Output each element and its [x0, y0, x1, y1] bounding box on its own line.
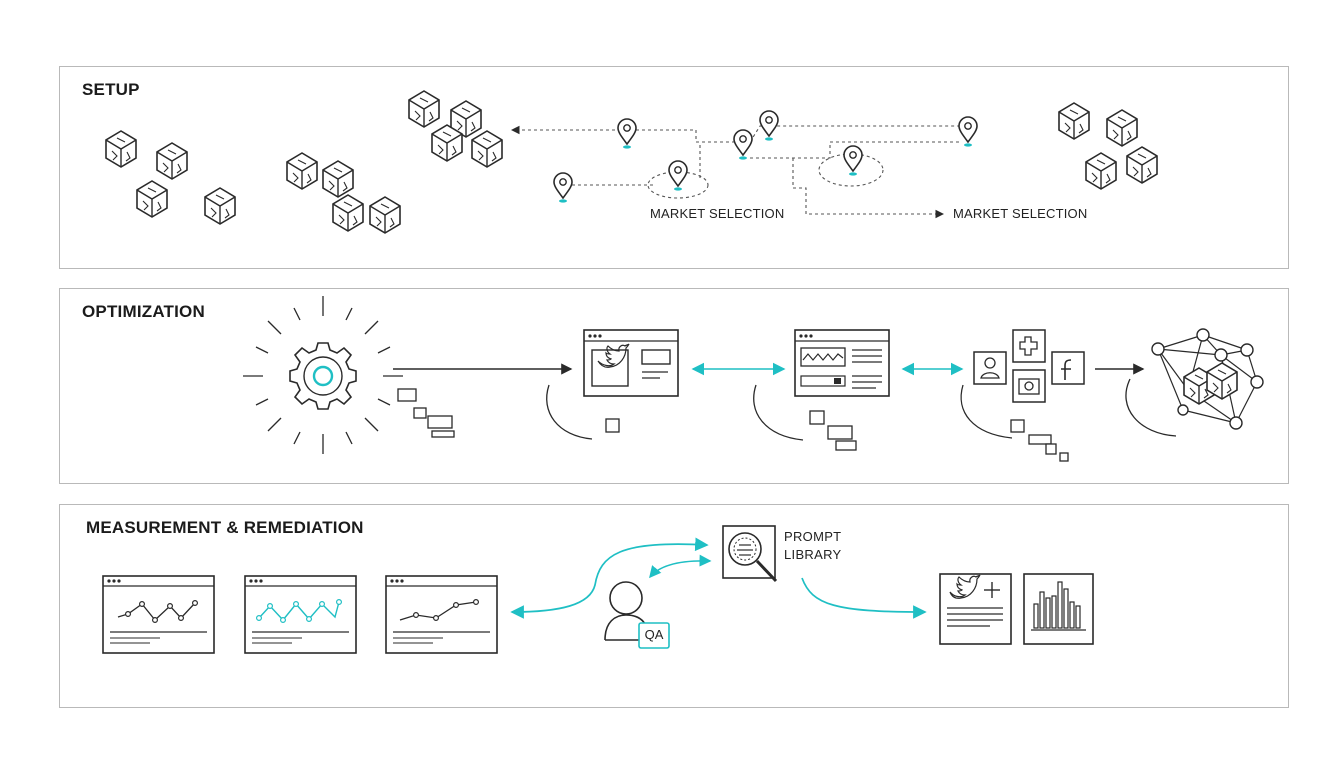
dashboard-window-2	[244, 575, 357, 654]
browser-window-icon	[794, 329, 890, 397]
market-selection-label-2: MARKET SELECTION	[953, 206, 1088, 221]
setup-cube-cluster-2	[286, 152, 401, 234]
flow-curve-3	[960, 384, 1013, 439]
feedback-arrow-2	[649, 554, 712, 579]
profile-icon	[973, 351, 1007, 385]
setup-dashed-routes	[510, 125, 960, 219]
optimization-blocks-3	[809, 410, 857, 451]
prompt-library-label-line1: PROMPT	[784, 529, 842, 544]
output-arrow	[801, 577, 927, 619]
puzzle-icon	[1012, 329, 1046, 363]
user-icon	[604, 581, 670, 649]
qa-badge: QA	[644, 627, 664, 642]
section-title-setup: SETUP	[82, 80, 140, 99]
section-title-optimization: OPTIMIZATION	[82, 302, 205, 321]
optimization-block-2	[605, 418, 620, 433]
facebook-icon	[1051, 351, 1085, 385]
flow-curve-4	[1125, 378, 1177, 437]
optimization-blocks-4	[1010, 419, 1069, 462]
flow-curve-2	[753, 384, 804, 441]
optimization-blocks-1	[397, 388, 455, 438]
dashboard-window-1	[102, 575, 215, 654]
magnifier-icon	[722, 525, 778, 583]
market-selection-label-1: MARKET SELECTION	[650, 206, 785, 221]
setup-cube-cluster-3	[408, 90, 503, 168]
browser-window-icon	[583, 329, 679, 397]
section-title-measurement: MEASUREMENT & REMEDIATION	[86, 518, 364, 537]
setup-map-pins	[553, 110, 978, 204]
bar-chart-icon	[1023, 573, 1094, 645]
camera-icon	[1012, 369, 1046, 403]
flow-curve-1	[546, 384, 593, 440]
network-graph-icon	[1151, 328, 1264, 430]
post-document-icon	[939, 573, 1012, 645]
prompt-library-label: PROMPT LIBRARY	[784, 528, 842, 564]
gear-icon	[243, 296, 403, 454]
setup-cube-cluster-4	[1058, 102, 1158, 190]
feedback-arrow-1	[510, 537, 709, 619]
prompt-library-label-line2: LIBRARY	[784, 547, 842, 562]
twitter-bird-icon	[597, 343, 630, 368]
setup-cube-cluster-1	[105, 130, 236, 225]
dashboard-window-3	[385, 575, 498, 654]
